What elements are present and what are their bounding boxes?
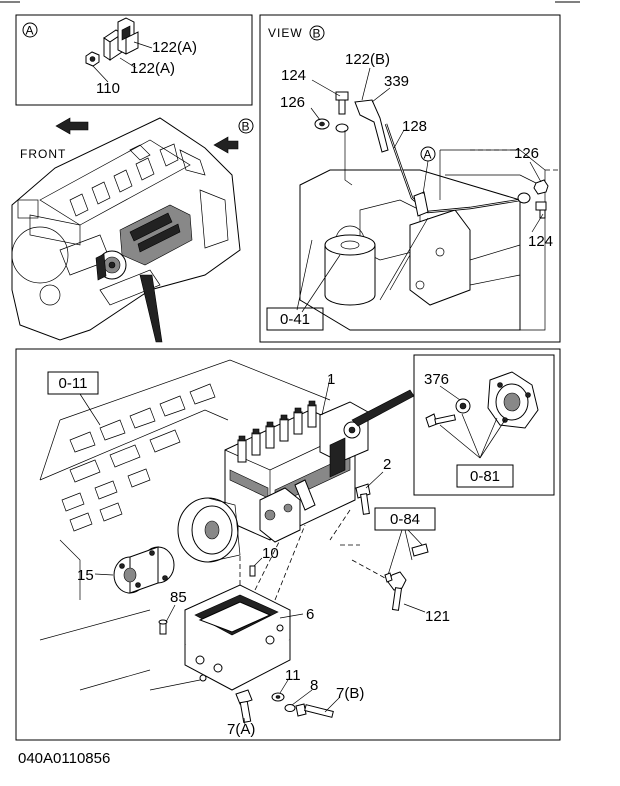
- view-b-marker: B: [312, 27, 321, 41]
- label-ref-o84: 0-84: [390, 511, 420, 528]
- pin-10-drawing: [249, 565, 256, 577]
- label-part-2: 2: [383, 456, 391, 473]
- label-part-126-right: 126: [514, 145, 539, 162]
- flange-15-drawing: [113, 546, 175, 594]
- label-part-85: 85: [170, 589, 187, 606]
- clip-drawing: [103, 17, 139, 61]
- label-part-110: 110: [96, 80, 120, 97]
- engine-b-marker-circle: [238, 118, 254, 134]
- label-part-128: 128: [402, 118, 427, 135]
- label-part-122b: 122(B): [345, 51, 390, 68]
- view-b-marker-circle: [309, 25, 325, 41]
- label-part-339: 339: [384, 73, 409, 90]
- label-ref-o81: 0-81: [470, 468, 500, 485]
- label-part-124-right: 124: [528, 233, 553, 250]
- view-b-arrow-icon: [213, 136, 239, 154]
- nut-drawing: [85, 51, 100, 67]
- label-part-376: 376: [424, 371, 449, 388]
- view-b-panel: VIEW B: [259, 14, 561, 343]
- main-detail-panel: 0-11: [15, 348, 561, 741]
- label-front: FRONT: [20, 147, 66, 161]
- label-part-126-left: 126: [280, 94, 305, 111]
- label-part-7a: 7(A): [227, 721, 255, 738]
- engine-pointer-wedge: [139, 274, 163, 343]
- ref-o41-box: [266, 307, 324, 331]
- washer-11-drawing: [271, 692, 285, 702]
- bolt-2-drawing: [355, 483, 371, 515]
- bracket-6-drawing: [184, 584, 291, 691]
- detail-a-marker-circle: [22, 22, 38, 38]
- washer-8-drawing: [284, 704, 296, 712]
- front-arrow-icon: [55, 117, 89, 135]
- detail-a-marker: A: [25, 24, 34, 38]
- label-part-1: 1: [327, 371, 335, 388]
- main-detail-frame: [15, 348, 561, 741]
- pin-85-drawing: [158, 619, 168, 635]
- label-ref-o41: 0-41: [280, 311, 310, 328]
- pipe-clip-drawing: [413, 191, 429, 217]
- coupling-drawing: [177, 497, 241, 563]
- oring-376-drawing: [455, 398, 471, 414]
- label-ref-o11: 0-11: [59, 375, 88, 392]
- bolt-inset-drawing: [425, 413, 456, 428]
- ref-o11-box: [47, 371, 99, 395]
- label-part-15: 15: [77, 567, 94, 584]
- label-part-7b: 7(B): [336, 685, 364, 702]
- injection-pump-drawing: [224, 400, 369, 543]
- label-part-11: 11: [285, 667, 301, 684]
- label-part-122a-lower: 122(A): [130, 60, 175, 77]
- ref-o81-box: [456, 464, 514, 488]
- right-fittings-drawing: [517, 179, 549, 219]
- engine-injection-pump: [95, 204, 193, 281]
- view-b-frame: [259, 14, 561, 343]
- engine-b-marker: B: [241, 120, 250, 134]
- label-view-b: VIEW: [268, 26, 303, 40]
- bolt-7b-drawing: [295, 703, 334, 718]
- label-part-121: 121: [425, 608, 450, 625]
- pipe-a-marker: A: [423, 148, 432, 162]
- detail-a-panel: A 122(A) 122(A) 110: [15, 14, 253, 106]
- drawing-number: 040A0110856: [18, 750, 110, 767]
- label-part-122a-upper: 122(A): [152, 39, 197, 56]
- housing-376-drawing: [487, 371, 539, 429]
- inset-o81-panel: 376 0-81: [413, 354, 555, 496]
- bolt-124-left-drawing: [335, 91, 349, 115]
- bolt-7a-drawing: [235, 689, 253, 723]
- bracket-339-drawing: [354, 99, 389, 153]
- label-part-8: 8: [310, 677, 318, 694]
- background-block-outline: [39, 359, 331, 691]
- engine-overview: FRONT B: [11, 117, 254, 343]
- inset-o81-frame: [413, 354, 555, 496]
- washer-126-left-drawing: [314, 118, 349, 133]
- label-part-10: 10: [262, 545, 279, 562]
- detail-a-frame: [15, 14, 253, 106]
- rod-121-drawing: [384, 543, 429, 611]
- label-part-6: 6: [306, 606, 314, 623]
- label-part-124-left: 124: [281, 67, 306, 84]
